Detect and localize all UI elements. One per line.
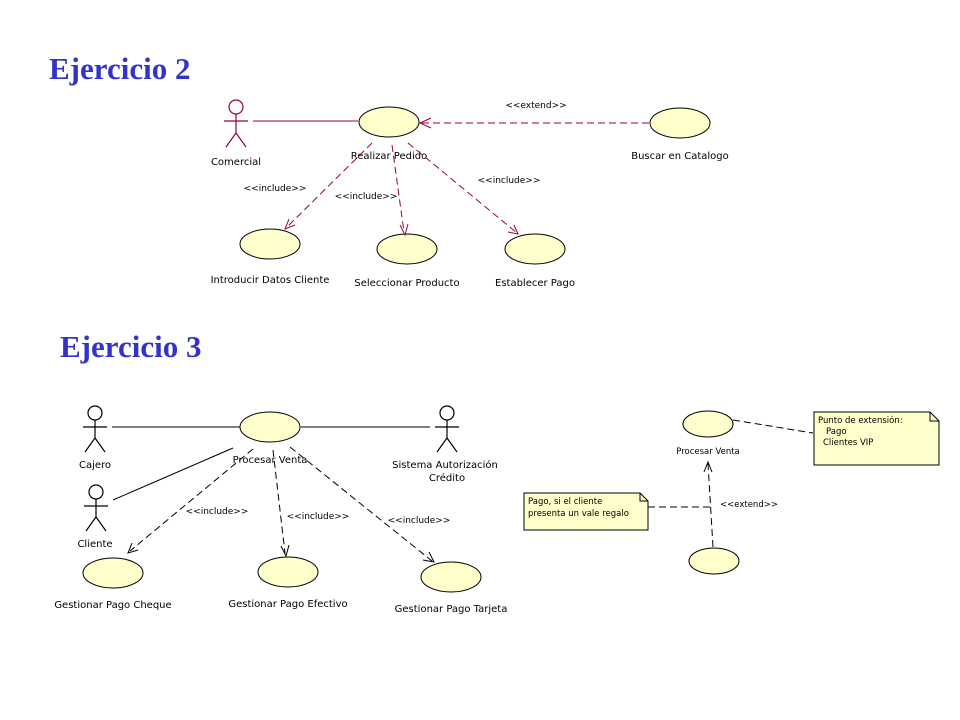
extend-stereotype-label-ext: <<extend>>	[720, 500, 778, 510]
note-connector-extension-point	[732, 419, 814, 434]
include-realizar-introducir-datos	[284, 142, 373, 230]
usecase-buscar-en-catalogo[interactable]	[649, 107, 711, 139]
usecase-gestionar-pago-efectivo[interactable]	[257, 556, 319, 588]
include-stereotype-label-2: <<include>>	[335, 192, 398, 202]
usecase-gestionar-pago-cheque[interactable]	[82, 557, 144, 589]
extend-stereotype-label: <<extend>>	[505, 101, 566, 111]
usecase-establecer-pago-label: Establecer Pago	[495, 278, 575, 289]
ejercicio-2-title: Ejercicio 2	[49, 51, 191, 86]
actor-comercial-label: Comercial	[211, 157, 261, 168]
include-procesar-venta-efectivo	[272, 449, 290, 558]
usecase-gestionar-pago-efectivo-label: Gestionar Pago Efectivo	[228, 599, 347, 610]
usecase-extension[interactable]	[688, 547, 740, 575]
extend-buscar-realizar	[418, 117, 649, 129]
usecase-gestionar-pago-tarjeta[interactable]	[420, 561, 482, 593]
include-realizar-seleccionar-producto	[391, 144, 409, 237]
association-cliente-procesar-venta	[112, 447, 234, 501]
actor-cajero-label: Cajero	[79, 460, 111, 471]
usecase-seleccionar-producto[interactable]	[376, 233, 438, 265]
usecase-realizar-pedido[interactable]	[358, 106, 420, 138]
actor-cajero[interactable]	[83, 405, 107, 453]
actor-cliente-label: Cliente	[77, 539, 112, 550]
actor-sistema-label-line-1: Sistema Autorización	[392, 459, 498, 471]
note-condition	[523, 492, 649, 531]
include-procesar-venta-cheque	[127, 448, 254, 554]
usecase-procesar-venta-label: Procesar Venta	[233, 455, 308, 466]
note-extension-point	[813, 411, 940, 466]
include-stereotype-label-cheque: <<include>>	[186, 507, 249, 517]
include-stereotype-label-3: <<include>>	[478, 176, 541, 186]
usecase-realizar-pedido-label: Realizar Pedido	[351, 151, 427, 162]
include-stereotype-label-tarjeta: <<include>>	[388, 516, 451, 526]
ejercicio-3-diagram: Cajero Cliente Sistema Autorización Créd…	[54, 405, 508, 615]
note-condition-line-2: presenta un vale regalo	[528, 509, 629, 519]
actor-cliente[interactable]	[84, 484, 108, 532]
usecase-introducir-datos-cliente-label: Introducir Datos Cliente	[211, 275, 330, 286]
usecase-procesar-venta-ext[interactable]	[682, 410, 734, 438]
include-procesar-venta-tarjeta	[289, 446, 435, 563]
usecase-gestionar-pago-cheque-label: Gestionar Pago Cheque	[54, 600, 171, 611]
usecase-seleccionar-producto-label: Seleccionar Producto	[354, 278, 459, 289]
usecase-gestionar-pago-tarjeta-label: Gestionar Pago Tarjeta	[395, 604, 508, 615]
usecase-introducir-datos-cliente[interactable]	[239, 228, 301, 260]
extend-notes-diagram: Procesar Venta <<extend>> Punto de exten…	[523, 410, 940, 575]
note-extension-point-line-2: Pago	[826, 427, 847, 437]
usecase-procesar-venta[interactable]	[239, 411, 301, 443]
ejercicio-2-diagram: Comercial Realizar Pedido Buscar en Cata…	[211, 99, 729, 289]
usecase-establecer-pago[interactable]	[504, 233, 566, 265]
actor-comercial[interactable]	[224, 99, 248, 148]
extend-extension-procesar-venta	[703, 460, 714, 548]
ejercicio-3-title: Ejercicio 3	[60, 329, 202, 364]
actor-sistema-autorizacion-credito[interactable]	[435, 405, 459, 453]
note-extension-point-line-1: Punto de extensión:	[818, 415, 903, 426]
usecase-procesar-venta-ext-label: Procesar Venta	[676, 447, 740, 457]
include-stereotype-label-efectivo: <<include>>	[287, 512, 350, 522]
note-condition-line-1: Pago, si el cliente	[528, 497, 602, 507]
actor-sistema-label-line-2: Crédito	[429, 472, 465, 484]
note-extension-point-line-3: Clientes VIP	[823, 438, 873, 448]
include-realizar-establecer-pago	[407, 142, 519, 235]
usecase-buscar-en-catalogo-label: Buscar en Catalogo	[631, 151, 729, 162]
include-stereotype-label-1: <<include>>	[244, 184, 307, 194]
